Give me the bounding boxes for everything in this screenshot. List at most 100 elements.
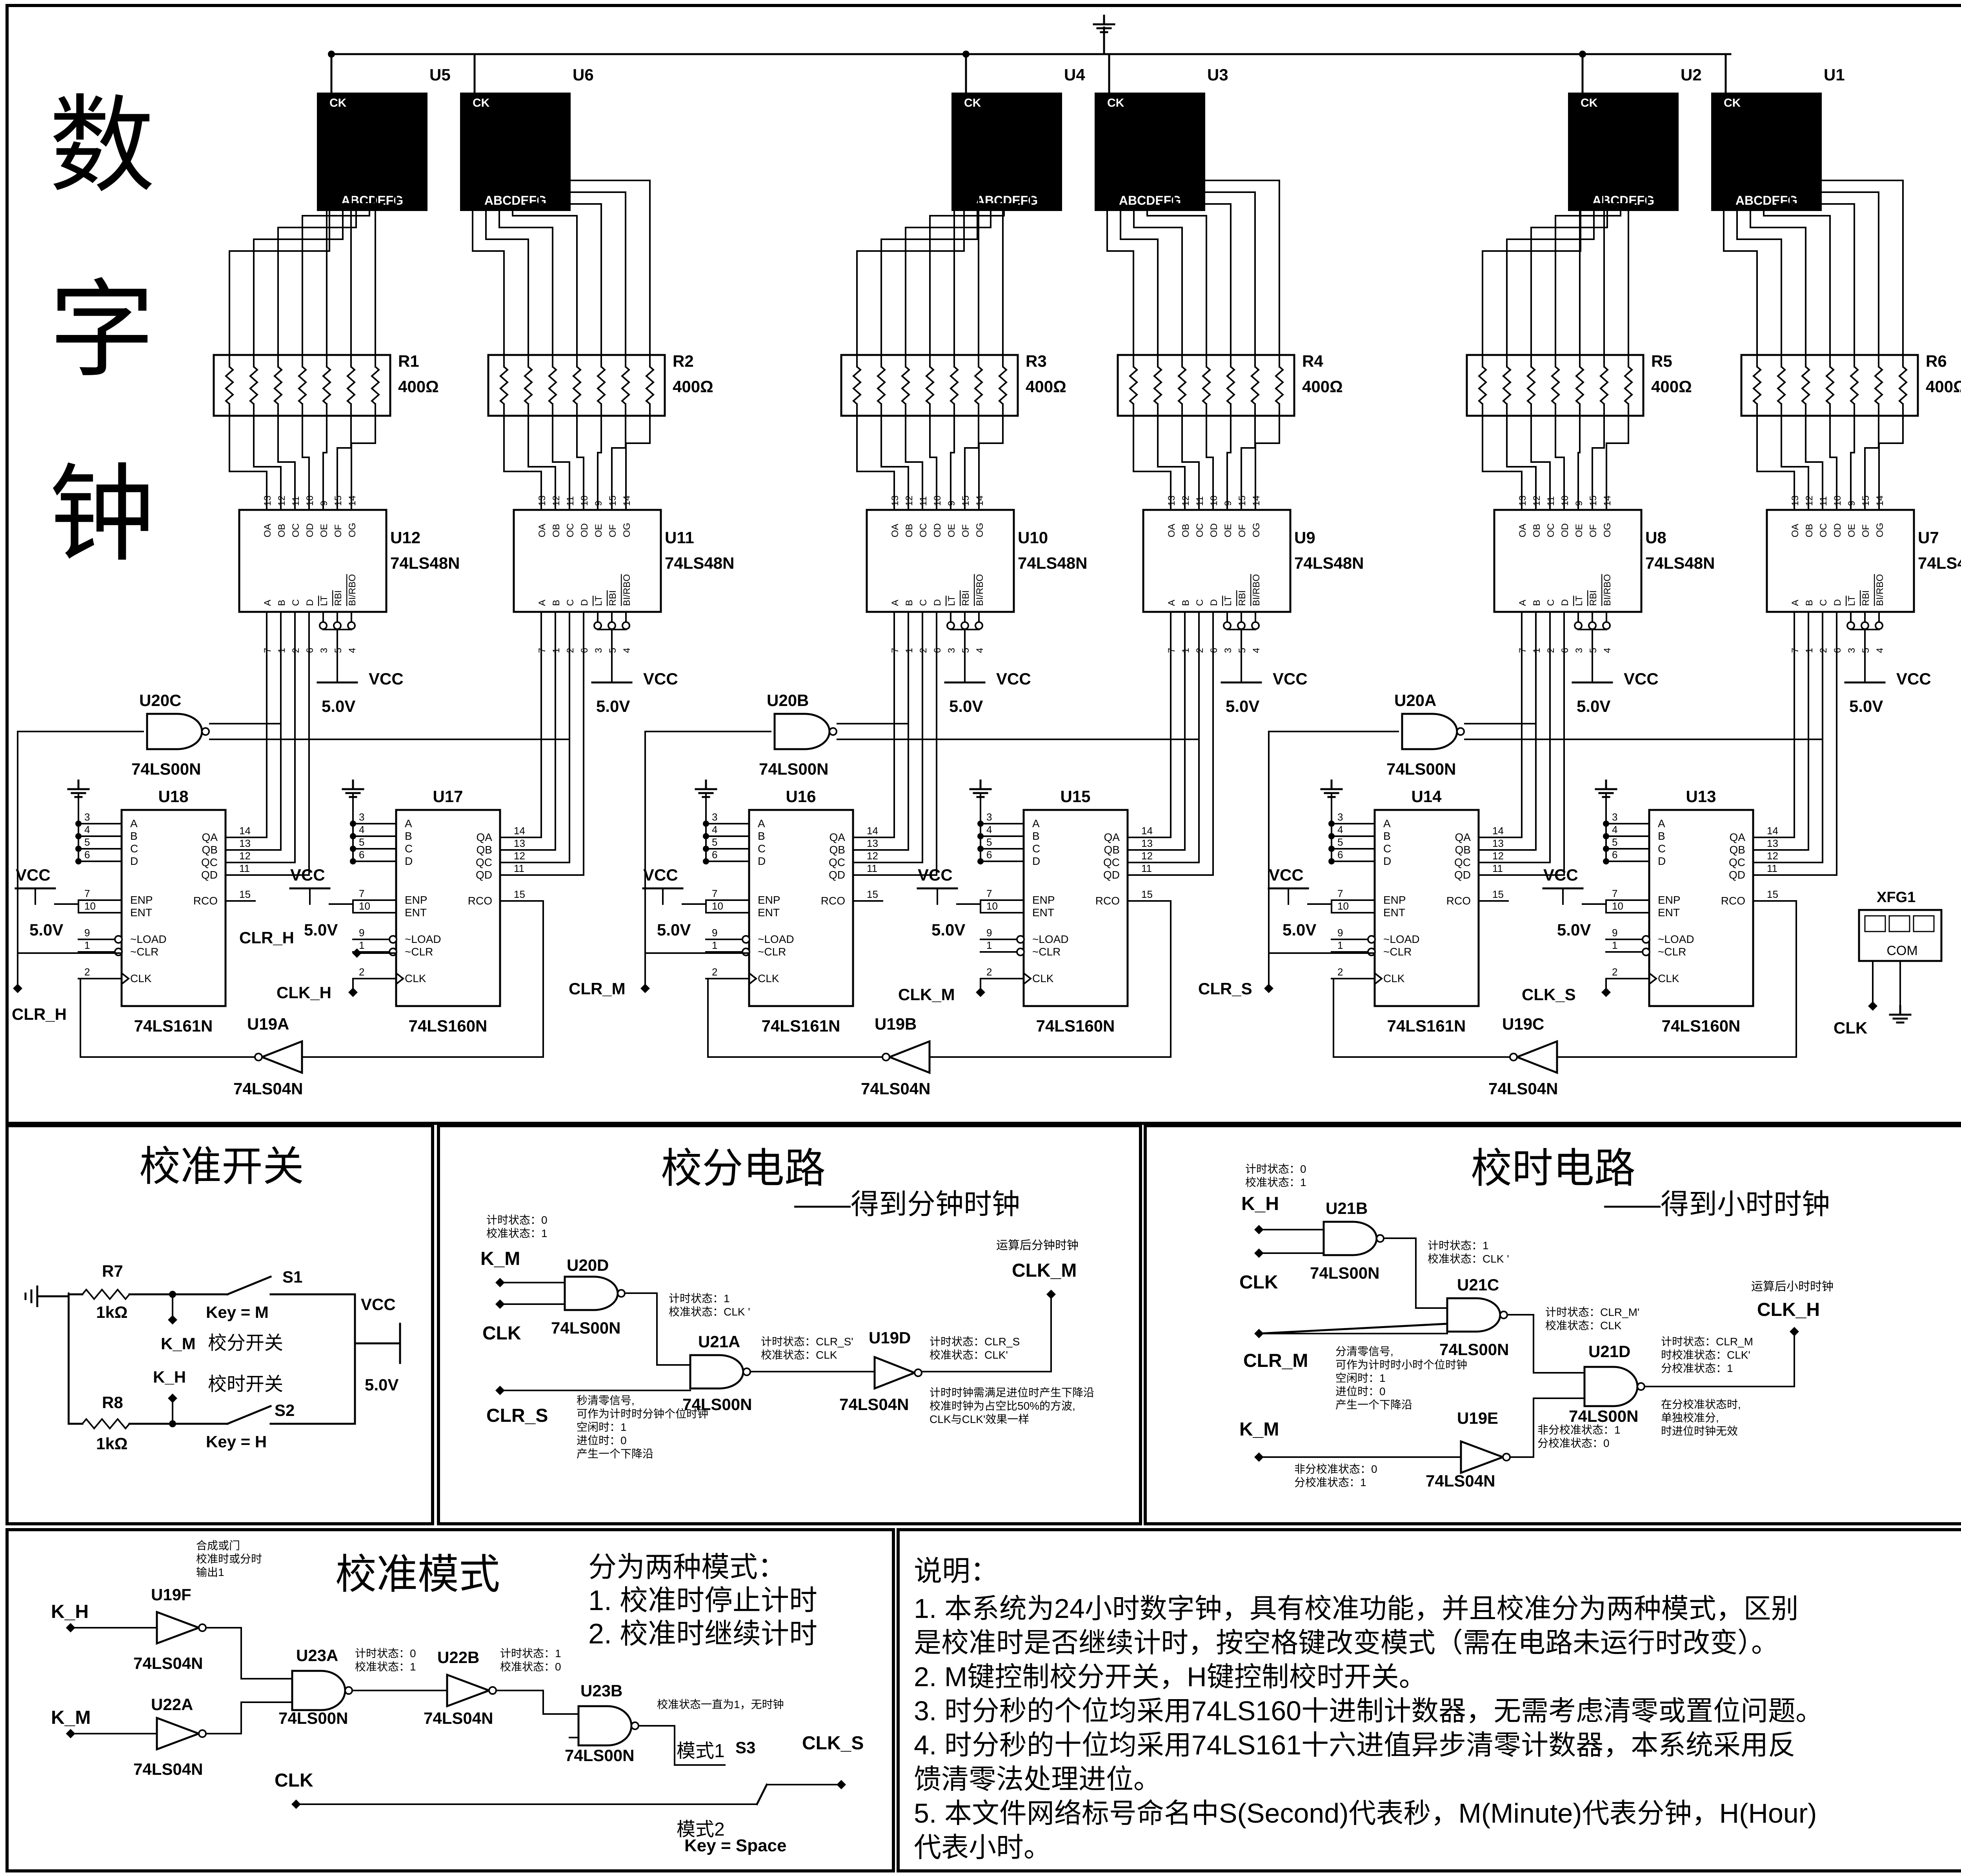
mode-description-title: 分为两种模式： <box>588 1552 786 1583</box>
decoder-pin-label: OB <box>904 524 915 537</box>
segment-wire <box>485 210 529 355</box>
panel-title: 校准模式 <box>335 1552 500 1598</box>
decoder-pin-number: 7 <box>537 648 548 653</box>
decoder-pin-number: 5 <box>333 648 344 653</box>
decoder-pin-label: LT <box>946 595 957 606</box>
decoder-pin-number: 2 <box>1818 648 1829 653</box>
decoder-pin-label: OG <box>1602 523 1613 537</box>
decoder-box <box>1142 509 1292 613</box>
decoder-pin-label: OA <box>537 524 548 537</box>
state-note: 计时状态：CLR_M <box>1661 1336 1753 1348</box>
resistor-element <box>1274 366 1284 405</box>
resistor-element <box>1226 366 1236 405</box>
segment-wire <box>1803 180 1904 355</box>
counter-pin-label: QA <box>477 831 493 843</box>
counter-pin-number: 1 <box>1337 939 1343 951</box>
decoder-pin-number: 12 <box>1532 495 1542 506</box>
counter-pin-label: QB <box>830 844 845 856</box>
counter-pin-label: RCO <box>1721 895 1745 907</box>
resistor-value: 400Ω <box>1026 377 1066 396</box>
bcd-wire <box>529 620 542 838</box>
decoder-pin-label: BI/RBO <box>1875 574 1885 606</box>
decoder-pin-number: 11 <box>918 496 929 506</box>
decoder-pin-label: A <box>1166 600 1177 606</box>
state-note: 校准状态一直为1，无时钟 <box>657 1698 784 1710</box>
vcc-value: 5.0V <box>1557 921 1591 939</box>
gate-part: 74LS00N <box>1310 1264 1379 1282</box>
decoder-pin-label: C <box>1195 599 1205 606</box>
counter-pin-number: 14 <box>1767 825 1778 837</box>
counter-ref: U16 <box>786 787 816 806</box>
mode-description-line: 1. 校准时停止计时 <box>588 1585 817 1616</box>
junction-dot <box>962 51 970 58</box>
segment-wire <box>326 203 384 355</box>
decoder-pin-label: C <box>565 599 576 606</box>
decoder-pin-label: RBI <box>1861 590 1871 606</box>
resistor-element <box>572 366 582 405</box>
decoder-pin-number: 10 <box>1560 495 1570 506</box>
segment-wire <box>1173 191 1256 355</box>
resistor-element <box>1250 366 1260 405</box>
wire <box>1645 1332 1795 1387</box>
counter-pin-number: 3 <box>1337 811 1343 823</box>
pin-circle <box>622 621 630 630</box>
inverter-body <box>446 1673 492 1708</box>
resistor-element <box>1849 366 1859 405</box>
vcc-label: VCC <box>361 1295 396 1314</box>
counter-pin-number: 9 <box>712 927 717 939</box>
state-note: 产生一个下降沿 <box>577 1448 653 1460</box>
counter-pin-label: D <box>1658 855 1666 867</box>
decoder-pin-number: 5 <box>1237 648 1248 653</box>
gate-body <box>773 713 831 750</box>
decoder-pin-label: LT <box>319 595 329 606</box>
display-ref: U5 <box>429 66 451 84</box>
resistor-value: 400Ω <box>1651 377 1692 396</box>
decoder-pin-label: BI/RBO <box>347 574 358 606</box>
decoder-pin-number: 15 <box>1588 495 1599 506</box>
counter-pin-label: QC <box>1454 856 1471 868</box>
segment-wire <box>229 210 330 355</box>
segment-wire <box>1763 210 1831 355</box>
junction-dot <box>350 846 356 852</box>
decoder-pin-number: 3 <box>319 648 329 653</box>
pin-circle <box>1016 935 1025 944</box>
decoder-pin-label: D <box>1209 599 1219 606</box>
inverter-bubble <box>1502 1453 1511 1461</box>
resistor-element <box>1477 366 1488 405</box>
panel-title: 校分电路 <box>661 1146 826 1192</box>
counter-pin-label: C <box>130 842 138 855</box>
counter-pin-label: ~LOAD <box>130 933 167 945</box>
wire <box>206 1701 292 1734</box>
notes-line: 是校准时是否继续计时，按空格键改变模式（需在电路未运行时改变）。 <box>914 1627 1779 1658</box>
nand-gate-icon <box>1446 1297 1508 1333</box>
counter-pin-number: 13 <box>1141 837 1153 849</box>
carry-wire <box>1557 900 1797 1058</box>
gate-part: 74LS00N <box>565 1746 634 1765</box>
inverter-bubble <box>488 1686 497 1695</box>
state-note: 计时状态：0 <box>355 1647 416 1659</box>
inverter-bubble <box>254 1053 263 1061</box>
decoder-pin-number: 10 <box>932 495 943 506</box>
counter-pin-label: ENT <box>1658 906 1680 919</box>
decoder-pin-label: OE <box>1846 524 1857 537</box>
resistor-element <box>523 366 533 405</box>
net-label: CLK_M <box>1012 1260 1077 1281</box>
decoder-output-wire <box>880 416 909 510</box>
state-note: 可作为计时时分钟个位时钟 <box>577 1408 708 1420</box>
counter-ref: U13 <box>1686 787 1716 806</box>
counter-pin-label: D <box>1383 855 1391 867</box>
panel-frame <box>897 1528 1961 1872</box>
decoder-output-wire <box>302 416 310 510</box>
counter-pin-number: 14 <box>239 825 251 837</box>
display-ref: U6 <box>573 66 594 84</box>
switch-key: Key = M <box>206 1303 269 1321</box>
counter-box <box>1022 809 1129 1007</box>
decoder-pin-label: OC <box>1195 523 1205 537</box>
counter-pin-label: QB <box>477 844 492 856</box>
counter-pin-number: 2 <box>359 966 364 978</box>
resistor-ref: R6 <box>1926 352 1947 370</box>
segment-wire <box>538 191 626 355</box>
inverter-icon <box>446 1673 497 1708</box>
net-flag <box>1868 1001 1877 1011</box>
state-note: 校准状态：1 <box>1245 1176 1306 1188</box>
